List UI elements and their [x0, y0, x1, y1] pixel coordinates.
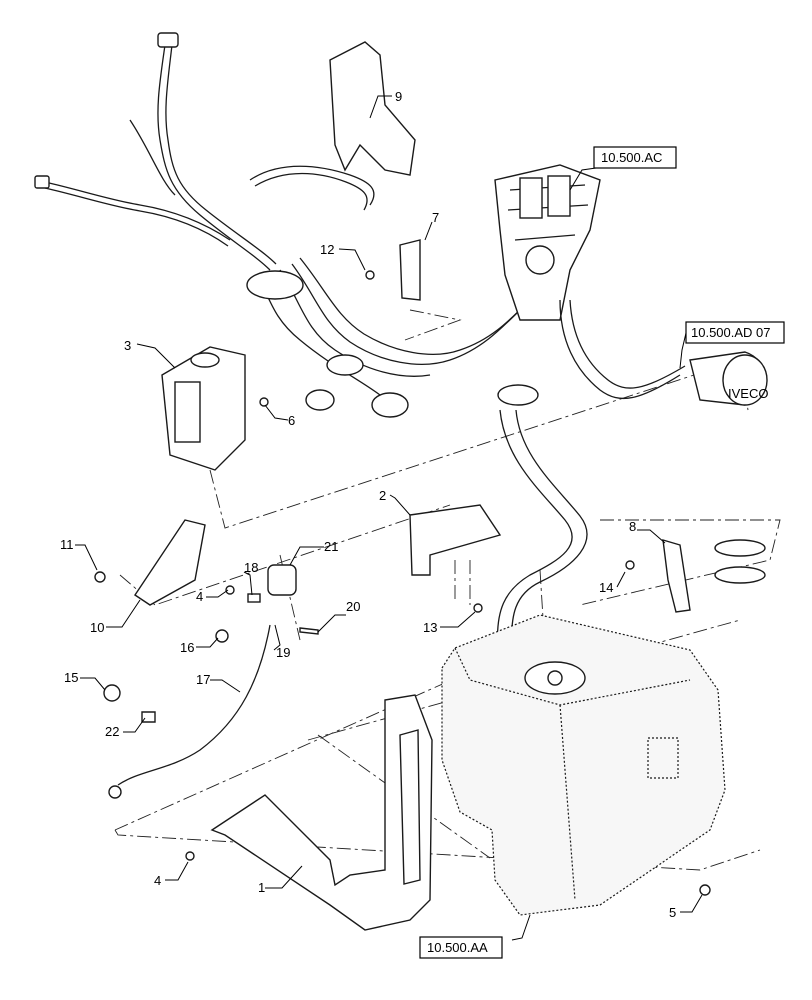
- callout-9: 9: [395, 89, 402, 104]
- part-4-nut: [185, 851, 195, 861]
- fuel-module-filter-2: [547, 175, 571, 217]
- inlet-cap-label: IVECO: [728, 386, 768, 401]
- reference-aa-label: 10.500.AA: [427, 940, 488, 955]
- callout-21: 21: [324, 539, 338, 554]
- harness-loop-1: [246, 270, 304, 300]
- reference-box-ad[interactable]: 10.500.AD 07: [685, 321, 785, 344]
- part-17-fitting: [108, 785, 122, 799]
- part-21-filter: [267, 564, 297, 596]
- harness-connector-left: [34, 175, 50, 189]
- fuel-module-pump: [525, 245, 555, 275]
- callout-6: 6: [288, 413, 295, 428]
- hose-clamp-2: [714, 566, 766, 584]
- callout-5: 5: [669, 905, 676, 920]
- part-16-clip: [215, 629, 229, 643]
- part-18-sleeve: [247, 593, 261, 603]
- callout-20: 20: [346, 599, 360, 614]
- part-6-bolt: [259, 397, 269, 407]
- part-3-bracket: [161, 346, 246, 471]
- callout-3: 3: [124, 338, 131, 353]
- callout-11: 11: [60, 537, 74, 552]
- part-14-bolt: [625, 560, 635, 570]
- part-13-bolt: [473, 603, 483, 613]
- harness-loop-3: [371, 392, 409, 418]
- harness-loop-4: [305, 389, 335, 411]
- harness-connector-top: [157, 32, 179, 48]
- part-10-bracket: [134, 519, 206, 606]
- hose-fitting-top: [497, 384, 539, 406]
- wiring-harness: [34, 32, 529, 418]
- hose-clamp-1: [714, 539, 766, 557]
- callout-8: 8: [629, 519, 636, 534]
- callout-16: 16: [180, 640, 194, 655]
- callout-12: 12: [320, 242, 334, 257]
- callout-4-lower: 4: [154, 873, 161, 888]
- callout-19: 19: [276, 645, 290, 660]
- part-15-clamp: [103, 684, 121, 702]
- part-17-line: [117, 624, 271, 786]
- callout-4-upper: 4: [196, 589, 203, 604]
- part-8-bracket: [662, 539, 691, 613]
- harness-loop-2: [326, 354, 364, 376]
- fuel-inlet: IVECO: [689, 351, 768, 406]
- fuel-module-filter-1: [519, 177, 543, 219]
- callout-2: 2: [379, 488, 386, 503]
- reference-box-aa[interactable]: 10.500.AA: [419, 936, 503, 959]
- callout-numbers: 3 9 7 12 6 2 8 14 11 10 18 4 21 20 19 16…: [60, 89, 676, 920]
- part-9-bracket: [329, 41, 416, 176]
- part-2-bracket: [409, 504, 502, 576]
- part-4-nut-upper: [225, 585, 235, 595]
- callout-10: 10: [90, 620, 104, 635]
- callout-13: 13: [423, 620, 437, 635]
- part-tank-bracket: [210, 694, 433, 931]
- callout-1: 1: [258, 880, 265, 895]
- part-20-screw: [299, 627, 319, 635]
- reference-ad-label: 10.500.AD 07: [691, 325, 771, 340]
- leader-lines: [75, 95, 703, 941]
- callout-17: 17: [196, 672, 210, 687]
- fuel-tank: [441, 614, 726, 916]
- callout-18: 18: [244, 560, 258, 575]
- fuel-module: [494, 164, 686, 400]
- part-22-clip: [141, 711, 156, 723]
- callout-14: 14: [599, 580, 613, 595]
- callout-22: 22: [105, 724, 119, 739]
- callout-15: 15: [64, 670, 78, 685]
- part-12-bolt: [365, 270, 375, 280]
- part-7-clip: [399, 239, 421, 301]
- part-5-bolt: [699, 884, 711, 896]
- part-11-bolt: [94, 571, 106, 583]
- reference-box-ac[interactable]: 10.500.AC: [593, 146, 677, 169]
- callout-7: 7: [432, 210, 439, 225]
- reference-ac-label: 10.500.AC: [601, 150, 662, 165]
